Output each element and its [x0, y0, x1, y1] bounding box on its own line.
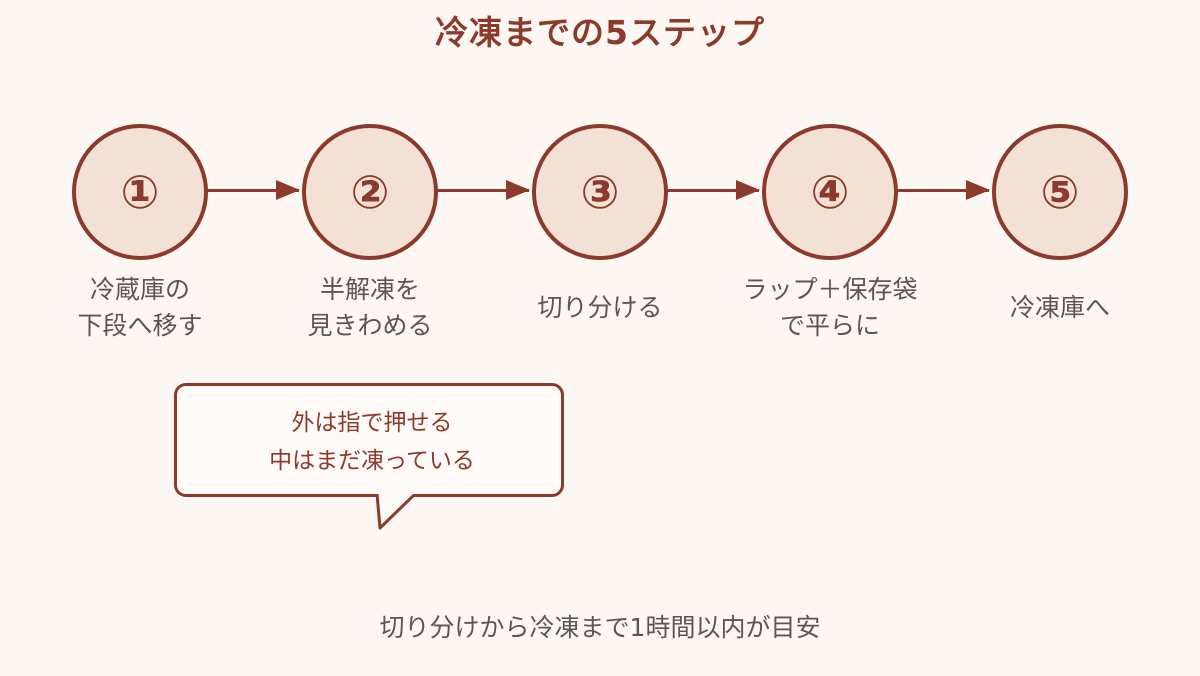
step-circle-2: ② — [302, 124, 438, 260]
step-label-line: 見きわめる — [307, 311, 433, 340]
callout-line: 外は指で押せる — [291, 410, 453, 436]
callout-tail — [376, 494, 416, 530]
step-label-5: 冷凍庫へ — [945, 268, 1175, 348]
step-number: ② — [350, 165, 390, 219]
step-circle-5: ⑤ — [992, 124, 1128, 260]
step-number: ③ — [580, 165, 620, 219]
connector-arrow — [437, 180, 530, 200]
step-label-4: ラップ＋保存袋 で平らに — [715, 268, 945, 348]
step-label-line: 切り分ける — [537, 293, 663, 322]
step-label-line: 冷蔵庫の — [89, 275, 190, 304]
step-label-line: 下段へ移す — [77, 311, 203, 340]
connector-arrow — [897, 180, 990, 200]
step-circle-3: ③ — [532, 124, 668, 260]
step-label-line: ラップ＋保存袋 — [742, 275, 918, 304]
step-label-line: 冷凍庫へ — [1009, 293, 1110, 322]
step-label-2: 半解凍を 見きわめる — [255, 268, 485, 348]
step-label-1: 冷蔵庫の 下段へ移す — [25, 268, 255, 348]
step-label-line: 半解凍を — [319, 275, 420, 304]
footer-note: 切り分けから冷凍まで1時間以内が目安 — [379, 613, 821, 642]
step-number: ⑤ — [1040, 165, 1080, 219]
step-circle-4: ④ — [762, 124, 898, 260]
connector-arrow — [207, 180, 300, 200]
step-label-line: で平らに — [779, 311, 880, 340]
callout-line: 中はまだ凍っている — [269, 448, 475, 474]
step-circle-1: ① — [72, 124, 208, 260]
step-label-3: 切り分ける — [485, 268, 715, 348]
connector-arrow — [667, 180, 760, 200]
step-number: ① — [120, 165, 160, 219]
callout-bubble: 外は指で押せる 中はまだ凍っている — [174, 383, 564, 497]
step-number: ④ — [810, 165, 850, 219]
diagram-title: 冷凍までの5ステップ — [435, 13, 765, 52]
callout-text: 外は指で押せる 中はまだ凍っている — [177, 404, 567, 480]
